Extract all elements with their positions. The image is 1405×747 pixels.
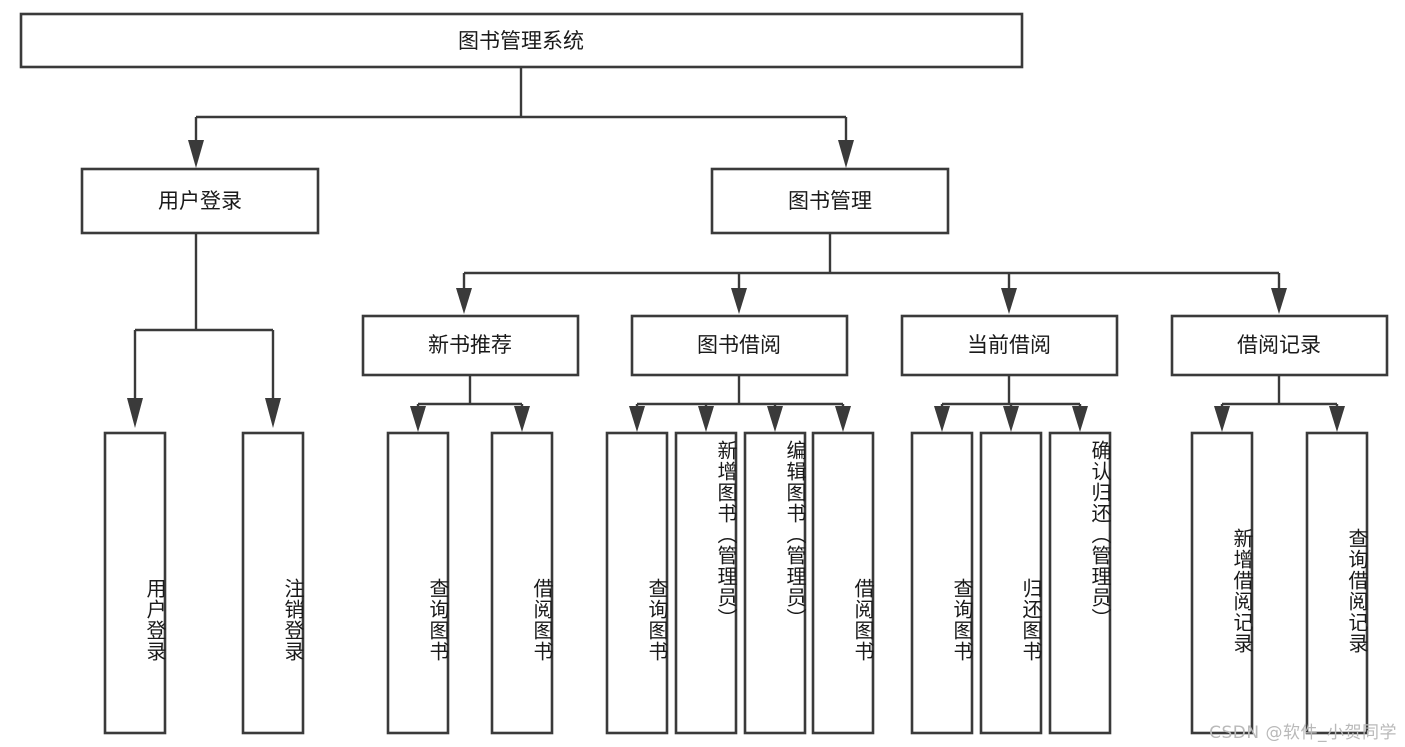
arrow-leaf-query-book-current (934, 406, 950, 432)
arrow-book-borrow (731, 288, 747, 314)
arrow-leaf-borrow-book-rec (514, 406, 530, 432)
node-leaf-query-book-rec-box[interactable] (386, 431, 450, 735)
node-leaf-edit-book-box[interactable] (743, 431, 807, 735)
node-borrow-record-label: 借阅记录 (1237, 333, 1321, 357)
arrow-user-login (188, 140, 204, 168)
arrow-leaf-logout (265, 398, 281, 428)
node-new-book-rec-box[interactable] (361, 314, 580, 377)
node-book-manage-label: 图书管理 (788, 189, 872, 213)
node-leaf-borrow-book-rec-box[interactable] (490, 431, 554, 735)
node-borrow-record-box[interactable] (1170, 314, 1389, 377)
node-root-box[interactable] (19, 12, 1024, 69)
arrow-leaf-borrow-book (835, 406, 851, 432)
arrow-leaf-add-book (698, 406, 714, 432)
node-leaf-query-record-box[interactable] (1305, 431, 1369, 735)
node-leaf-borrow-book-box[interactable] (811, 431, 875, 735)
arrow-leaf-user-login (127, 398, 143, 428)
nodes-group: 图书管理系统 用户登录 图书管理 新书推荐 图书借阅 当前借阅 借阅记录 (19, 12, 1389, 735)
arrow-leaf-query-book-rec (410, 406, 426, 432)
node-user-login-box[interactable] (80, 167, 320, 235)
node-leaf-confirm-return-box[interactable] (1048, 431, 1112, 735)
node-leaf-add-record-box[interactable] (1190, 431, 1254, 735)
node-leaf-return-book-box[interactable] (979, 431, 1043, 735)
node-current-borrow-box[interactable] (900, 314, 1119, 377)
arrow-leaf-query-book-borrow (629, 406, 645, 432)
edges-group (127, 67, 1345, 432)
arrow-leaf-query-record (1329, 406, 1345, 432)
node-book-manage-box[interactable] (710, 167, 950, 235)
node-leaf-add-book-box[interactable] (674, 431, 738, 735)
node-new-book-rec-label: 新书推荐 (428, 333, 512, 357)
arrow-leaf-add-record (1214, 406, 1230, 432)
node-leaf-logout-box[interactable] (241, 431, 305, 735)
node-leaf-query-book-borrow-box[interactable] (605, 431, 669, 735)
arrow-leaf-edit-book (767, 406, 783, 432)
csdn-watermark: CSDN @软件_小贺同学 (1209, 723, 1397, 743)
arrow-leaf-return-book (1003, 406, 1019, 432)
node-leaf-query-book-current-box[interactable] (910, 431, 974, 735)
arrow-new-book-rec (456, 288, 472, 314)
node-leaf-user-login-box[interactable] (103, 431, 167, 735)
arrow-current-borrow (1001, 288, 1017, 314)
node-current-borrow-label: 当前借阅 (967, 333, 1051, 357)
arrow-leaf-confirm-return (1072, 406, 1088, 432)
arrow-borrow-record (1271, 288, 1287, 314)
arrow-book-manage (838, 140, 854, 168)
node-root-label: 图书管理系统 (458, 29, 584, 53)
node-user-login-label: 用户登录 (158, 189, 242, 213)
node-book-borrow-label: 图书借阅 (697, 333, 781, 357)
node-book-borrow-box[interactable] (630, 314, 849, 377)
